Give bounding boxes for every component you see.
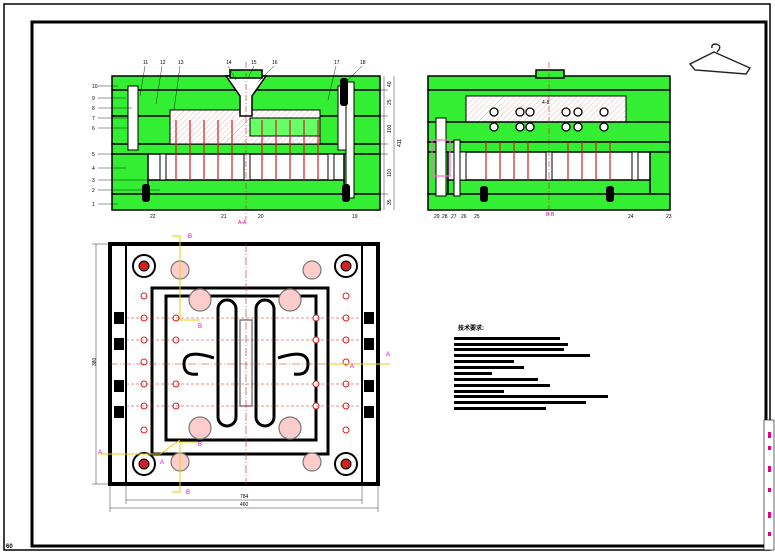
plan-view: B B A A A A B B 784 460 380 <box>92 234 390 512</box>
mark-b-top: B <box>188 234 192 240</box>
corner-number: 60 <box>6 544 13 550</box>
dim-35: 35 <box>387 199 393 205</box>
right-dimensions <box>380 76 395 210</box>
part-no-10: 10 <box>92 84 98 90</box>
part-no-9: 9 <box>92 96 95 102</box>
side-bottom-labels: 29 28 27 26 25 24 23 <box>434 214 672 220</box>
part-no-20: 20 <box>258 214 264 220</box>
dim-25: 25 <box>387 99 393 105</box>
mark-a-right-2: A <box>350 364 354 370</box>
section-label-aa: A-A <box>238 220 247 226</box>
top-labels: 11 12 13 14 15 16 17 18 <box>143 60 366 66</box>
dim-40: 40 <box>387 81 393 87</box>
side-guide-pillar <box>435 117 447 197</box>
part-no-27: 27 <box>451 214 457 220</box>
dim-plan-outer: 460 <box>240 502 249 508</box>
section-marks: B B A A A A B B <box>98 234 390 496</box>
part-no-23: 23 <box>666 214 672 220</box>
dim-plan-height: 380 <box>92 357 98 366</box>
mark-b-mid: B <box>198 324 202 330</box>
side-view: 4-8 29 28 27 26 25 24 23 B-B <box>427 62 672 220</box>
top-leaders <box>139 65 363 111</box>
guide-bushing-cores <box>138 260 352 470</box>
side-spacer-right <box>649 151 671 195</box>
support-pillars <box>159 153 335 181</box>
part-no-15: 15 <box>251 60 257 66</box>
side-spring <box>431 139 451 177</box>
part-no-25: 25 <box>474 214 480 220</box>
screws <box>142 78 350 202</box>
side-ejector-pins <box>485 142 611 180</box>
notes-title: 技术要求: <box>458 324 484 332</box>
part-no-1: 1 <box>92 202 95 208</box>
part-no-29: 29 <box>434 214 440 220</box>
outer-frame <box>3 3 771 551</box>
part-no-3: 3 <box>92 178 95 184</box>
mark-a-left-1: A <box>98 450 102 456</box>
technical-notes: 技术要求: <box>454 324 608 410</box>
runner-left <box>216 298 238 428</box>
part-no-16: 16 <box>272 60 278 66</box>
part-no-28: 28 <box>442 214 448 220</box>
pin-rows <box>126 317 362 407</box>
left-leaders <box>98 85 160 205</box>
part-no-11: 11 <box>143 60 148 66</box>
left-labels: 10 9 8 7 6 5 4 3 2 1 <box>92 84 98 208</box>
part-no-2: 2 <box>92 188 95 194</box>
section-label-bb: B-B <box>546 212 555 218</box>
front-view: 10 9 8 7 6 5 4 3 2 1 11 12 13 14 15 16 1… <box>92 60 403 226</box>
mark-a-right-1: A <box>386 352 390 358</box>
section-cut-lines <box>100 235 390 493</box>
dim-plan-inner: 784 <box>240 494 249 500</box>
dim-411: 411 <box>397 139 403 147</box>
runner-right <box>254 298 276 428</box>
side-screws <box>480 186 614 202</box>
hook-left <box>182 352 215 376</box>
part-cavity <box>249 117 321 137</box>
part-no-22: 22 <box>150 214 156 220</box>
part-no-21: 21 <box>221 214 227 220</box>
notes-lines <box>454 337 608 410</box>
part-no-12: 12 <box>160 60 166 66</box>
inner-frame <box>30 20 768 548</box>
plan-dimensions <box>92 243 379 512</box>
side-mark: 4-8 <box>542 100 549 106</box>
part-no-13: 13 <box>178 60 184 66</box>
dim-110: 110 <box>387 169 393 177</box>
cooling-holes <box>489 107 609 132</box>
part-no-5: 5 <box>92 152 95 158</box>
part-no-18: 18 <box>360 60 366 66</box>
guide-pillar-left <box>127 85 139 151</box>
ejector-pins <box>175 120 319 180</box>
bottom-labels: 22 21 20 19 <box>150 214 358 220</box>
part-no-19: 19 <box>352 214 358 220</box>
title-block-edge <box>763 419 775 551</box>
hanger-icon <box>688 43 752 75</box>
plan-cavity-inner <box>164 294 318 442</box>
part-no-26: 26 <box>461 214 467 220</box>
sprue-top-block <box>535 69 565 79</box>
part-no-17: 17 <box>334 60 340 66</box>
mark-b-bottom-1: B <box>198 442 202 448</box>
dim-100: 100 <box>387 124 393 133</box>
mark-a-left-2: A <box>160 460 164 466</box>
part-no-8: 8 <box>92 106 95 112</box>
part-no-7: 7 <box>92 116 95 122</box>
side-notches <box>114 312 374 418</box>
dim-texts: 40 25 100 110 35 411 <box>387 81 403 205</box>
part-no-4: 4 <box>92 166 95 172</box>
part-no-14: 14 <box>226 60 232 66</box>
part-no-24: 24 <box>628 214 634 220</box>
mark-b-bottom-2: B <box>186 490 190 496</box>
side-return-pin <box>453 139 461 197</box>
part-no-6: 6 <box>92 126 95 132</box>
